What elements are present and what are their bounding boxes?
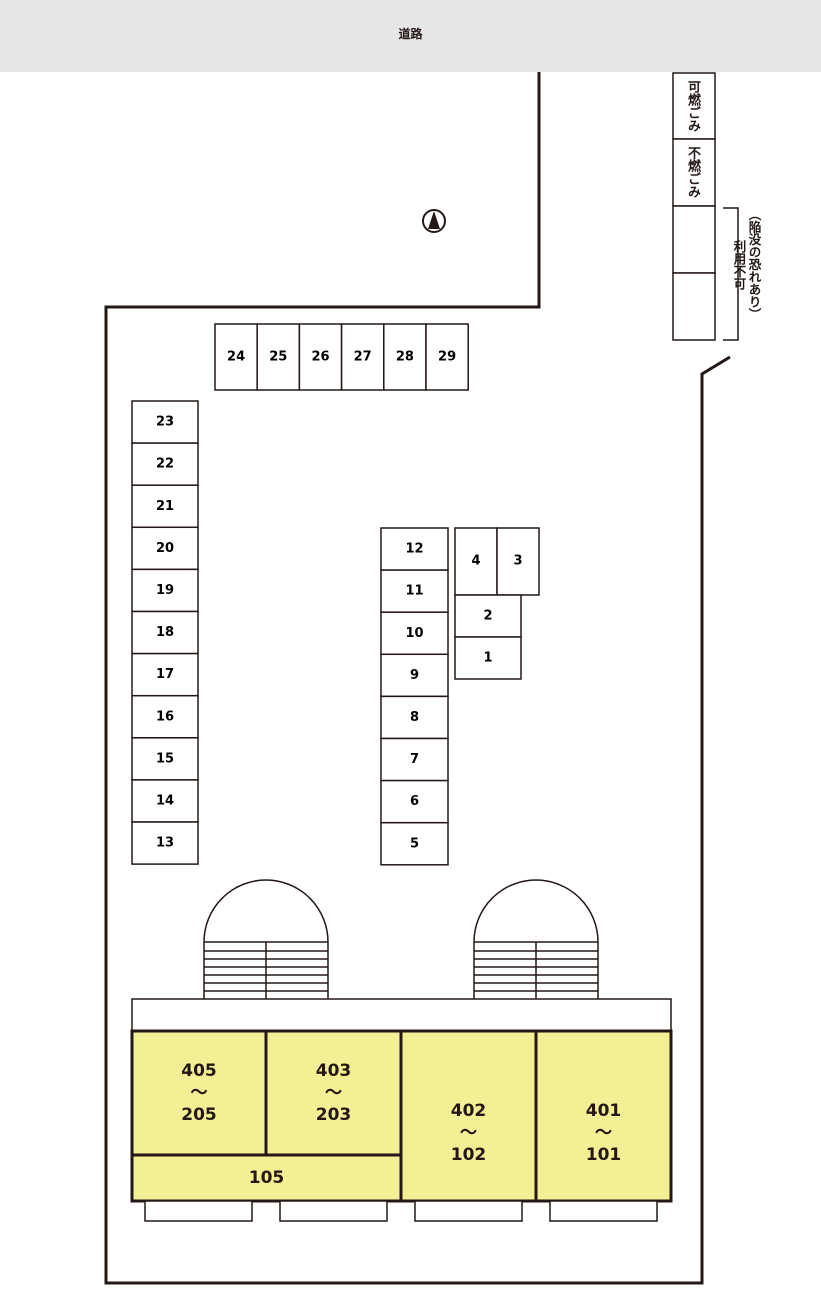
parking-stall-24[interactable] — [214, 323, 258, 391]
unit-402-102[interactable] — [399, 1029, 538, 1203]
parking-stall-25[interactable] — [256, 323, 301, 391]
unavailable-label: 利用不可 — [731, 240, 747, 290]
stall-label-8: 8 — [410, 710, 419, 725]
stall-label-23: 23 — [156, 415, 174, 430]
balcony-4 — [549, 1200, 658, 1222]
corridor — [131, 998, 672, 1032]
parking-stall-15[interactable] — [131, 737, 199, 781]
parking-stall-8[interactable] — [380, 695, 449, 740]
parking-column-middle: 12 11 10 9 8 7 6 5 — [380, 527, 449, 866]
stall-label-14: 14 — [156, 793, 174, 808]
stall-label-27: 27 — [354, 350, 372, 365]
unit-number-101: 101 — [585, 1145, 622, 1165]
parking-stall-26[interactable] — [298, 323, 343, 391]
road — [0, 0, 821, 72]
stairwell-left — [203, 879, 329, 999]
stall-label-9: 9 — [410, 668, 419, 683]
stall-label-17: 17 — [156, 667, 174, 682]
parking-stall-9[interactable] — [380, 653, 449, 698]
unit-label-405-205: 405 ～ 205 — [132, 1031, 266, 1155]
unit-number-405: 405 — [181, 1061, 217, 1081]
parking-stall-28[interactable] — [383, 323, 427, 391]
unit-tilde-403: ～ — [325, 1083, 342, 1103]
stall-label-3: 3 — [513, 554, 522, 569]
unit-403-203[interactable] — [264, 1029, 403, 1157]
unit-label-105: 105 — [132, 1155, 401, 1201]
stall-label-20: 20 — [156, 541, 174, 556]
stall-label-12: 12 — [405, 542, 423, 557]
stall-label-11: 11 — [405, 584, 423, 599]
unit-tilde-402: ～ — [460, 1123, 477, 1143]
parking-column-left: 23 22 21 20 19 18 17 16 15 14 13 — [131, 400, 199, 865]
north-arrow-icon — [422, 209, 446, 233]
stall-label-18: 18 — [156, 625, 174, 640]
stall-label-4: 4 — [471, 554, 480, 569]
balcony-2 — [279, 1200, 388, 1222]
parking-stall-29[interactable] — [425, 323, 469, 391]
stall-label-6: 6 — [410, 794, 419, 809]
stall-label-28: 28 — [396, 350, 414, 365]
parking-stall-13[interactable] — [131, 821, 199, 865]
unavailable-note: （陥没の恐れあり） — [746, 208, 762, 321]
stairwell-right — [473, 879, 599, 999]
unit-number-102: 102 — [450, 1145, 487, 1165]
trash-box-unavailable-1 — [672, 205, 716, 274]
trash-box-unavailable-2 — [672, 272, 716, 341]
unit-number-401: 401 — [585, 1101, 622, 1121]
unit-label-403-203: 403 ～ 203 — [266, 1031, 401, 1155]
stall-label-22: 22 — [156, 457, 174, 472]
stall-label-2: 2 — [483, 609, 492, 624]
unit-number-403: 403 — [315, 1061, 352, 1081]
unit-number-203: 203 — [315, 1105, 352, 1125]
parking-stall-20[interactable] — [131, 526, 199, 571]
parking-stall-10[interactable] — [380, 611, 449, 656]
parking-stall-17[interactable] — [131, 652, 199, 697]
stall-label-10: 10 — [405, 626, 423, 641]
parking-row-top: 24 25 26 27 28 29 — [214, 323, 469, 391]
trash-label-combustible: 可燃ごみ — [685, 80, 700, 132]
building — [130, 1029, 673, 1203]
stall-label-29: 29 — [438, 350, 456, 365]
parking-stall-14[interactable] — [131, 779, 199, 823]
unit-number-205: 205 — [181, 1105, 217, 1125]
stall-label-24: 24 — [227, 350, 245, 365]
balconies — [144, 1200, 658, 1222]
stall-label-5: 5 — [410, 836, 419, 851]
unit-tilde-401: ～ — [595, 1123, 612, 1143]
stall-label-26: 26 — [311, 350, 329, 365]
unit-label-401-101: 401 ～ 101 — [536, 1031, 671, 1235]
parking-stall-1[interactable] — [454, 636, 522, 680]
parking-stall-27[interactable] — [340, 323, 385, 391]
parking-stall-21[interactable] — [131, 484, 199, 529]
stall-label-16: 16 — [156, 709, 174, 724]
stall-label-7: 7 — [410, 752, 419, 767]
parking-stall-23[interactable] — [131, 400, 199, 444]
balcony-3 — [414, 1200, 523, 1222]
unit-label-402-102: 402 ～ 102 — [401, 1031, 536, 1235]
stall-label-25: 25 — [269, 350, 287, 365]
parking-stall-5[interactable] — [380, 821, 449, 866]
parking-stall-2[interactable] — [454, 594, 522, 638]
unit-401-101[interactable] — [534, 1029, 673, 1203]
parking-cluster: 4 3 2 1 — [454, 527, 540, 680]
stall-label-1: 1 — [483, 651, 492, 666]
stall-label-19: 19 — [156, 583, 174, 598]
unit-number-402: 402 — [450, 1101, 487, 1121]
stall-label-13: 13 — [156, 836, 174, 851]
trash-box-combustible — [672, 72, 716, 140]
stall-label-15: 15 — [156, 751, 174, 766]
trash-label-noncombustible: 不燃ごみ — [685, 146, 700, 198]
unit-number-105: 105 — [248, 1168, 285, 1188]
unavailable-bracket — [723, 207, 739, 341]
unit-tilde-405: ～ — [190, 1083, 208, 1103]
stall-label-21: 21 — [156, 499, 174, 514]
property-boundary-top — [104, 72, 731, 1285]
parking-stall-18[interactable] — [131, 610, 199, 655]
parking-stall-3[interactable] — [496, 527, 540, 596]
unit-405-205[interactable] — [130, 1029, 268, 1157]
road-label: 道路 — [398, 27, 423, 41]
balcony-1 — [144, 1200, 253, 1222]
